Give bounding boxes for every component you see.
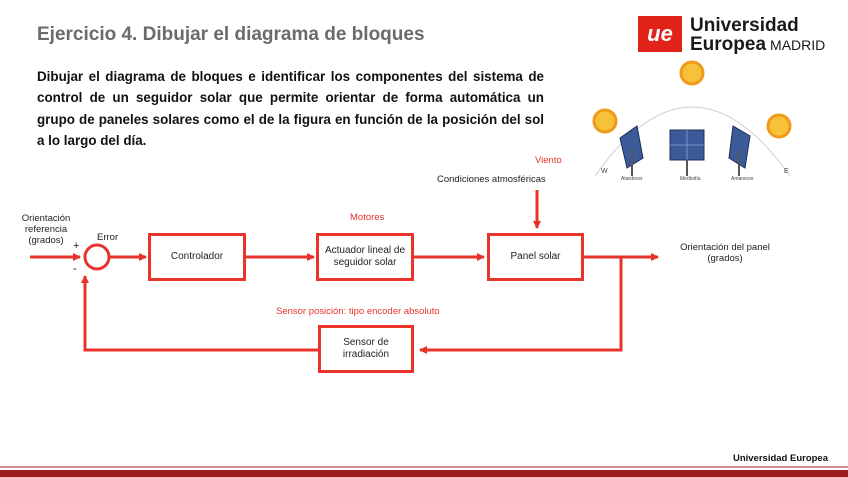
footer-brand: Universidad Europea — [733, 453, 828, 464]
reference-input-label: Orientación referencia (grados) — [16, 213, 76, 246]
atmospheric-conditions-label: Condiciones atmosféricas — [437, 174, 546, 185]
error-label: Error — [97, 232, 118, 243]
plus-sign: + — [73, 241, 79, 252]
wind-label: Viento — [535, 155, 562, 166]
controller-block: Controlador — [148, 233, 246, 281]
sensor-label: Sensor de irradiación — [321, 337, 411, 361]
footer-divider — [0, 466, 848, 468]
actuator-block: Actuador lineal de seguidor solar — [316, 233, 414, 281]
minus-sign: - — [73, 264, 77, 275]
controller-label: Controlador — [171, 251, 223, 263]
motors-label: Motores — [350, 212, 384, 223]
panel-block: Panel solar — [487, 233, 584, 281]
output-label: Orientación del panel (grados) — [680, 242, 770, 264]
summing-junction — [85, 245, 109, 269]
actuator-label: Actuador lineal de seguidor solar — [319, 245, 411, 269]
position-sensor-label: Sensor posición: tipo encoder absoluto — [276, 306, 440, 317]
panel-label: Panel solar — [510, 251, 560, 263]
footer-bar — [0, 470, 848, 477]
sensor-block: Sensor de irradiación — [318, 325, 414, 373]
